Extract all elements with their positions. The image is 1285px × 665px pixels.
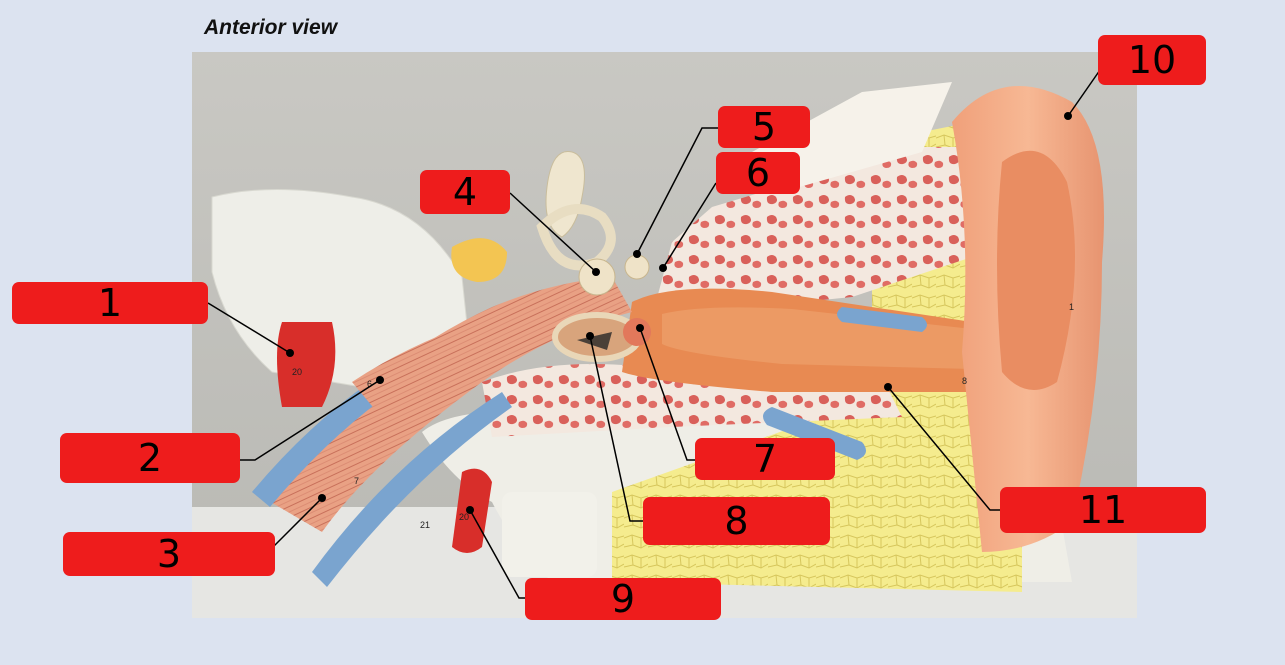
leader-dot-1 (286, 349, 294, 357)
label-7[interactable]: 7 (695, 438, 835, 480)
blue-vessel-tube (252, 322, 490, 507)
leader-dot-2 (376, 376, 384, 384)
leader-dot-4 (592, 268, 600, 276)
ear-model-image: 20 6 7 21 20 1 8 (192, 52, 1137, 618)
leader-dot-6 (659, 264, 667, 272)
leader-dot-5 (633, 250, 641, 258)
model-number-21: 21 (420, 520, 430, 530)
label-6[interactable]: 6 (716, 152, 800, 194)
leader-dot-9 (466, 506, 474, 514)
leader-dot-11 (884, 383, 892, 391)
leader-dot-10 (1064, 112, 1072, 120)
blue-vessel-upper (837, 307, 927, 332)
label-11[interactable]: 11 (1000, 487, 1206, 533)
model-number-6: 6 (367, 379, 372, 389)
incus (578, 258, 616, 296)
leader-line-11 (887, 386, 1000, 511)
label-4[interactable]: 4 (420, 170, 510, 214)
label-5[interactable]: 5 (718, 106, 810, 148)
malleus-handle (577, 332, 612, 350)
label-9[interactable]: 9 (525, 578, 721, 620)
label-10[interactable]: 10 (1098, 35, 1206, 85)
semicircular-canal-loop (536, 204, 616, 271)
red-vessel-left (277, 322, 336, 407)
bone-top-white (752, 82, 952, 192)
leader-line-1 (207, 302, 291, 354)
muscle-bundle (262, 277, 632, 532)
leader-line-5 (636, 127, 718, 255)
leader-line-6 (662, 182, 717, 269)
leader-line-7 (639, 327, 695, 461)
leader-dot-3 (318, 494, 326, 502)
leader-line-10 (1067, 69, 1101, 117)
base-pillar (502, 492, 597, 577)
leader-line-9 (469, 509, 525, 599)
model-number-8: 8 (962, 376, 967, 386)
leader-dot-8 (586, 332, 594, 340)
model-number-20b: 20 (459, 512, 469, 522)
label-3[interactable]: 3 (63, 532, 275, 576)
leader-line-3 (271, 497, 323, 549)
temporal-bone-section (652, 147, 972, 317)
model-number-7: 7 (354, 476, 359, 486)
label-8[interactable]: 8 (643, 497, 830, 545)
model-number-1: 1 (1069, 302, 1074, 312)
leader-line-2 (240, 379, 381, 461)
leader-line-4 (509, 192, 597, 273)
diagram-title: Anterior view (204, 16, 338, 39)
model-number-20a: 20 (292, 367, 302, 377)
tensor-muscle (352, 292, 597, 412)
leader-dot-7 (636, 324, 644, 332)
vestibular-nerve (451, 238, 507, 282)
temporal-bone-block (211, 189, 473, 393)
label-1[interactable]: 1 (12, 282, 208, 324)
blue-vessel-tube-lower (312, 392, 512, 587)
leader-line-8 (589, 335, 643, 522)
blue-vessel-lower (763, 407, 866, 460)
concha (997, 150, 1075, 390)
label-2[interactable]: 2 (60, 433, 240, 483)
